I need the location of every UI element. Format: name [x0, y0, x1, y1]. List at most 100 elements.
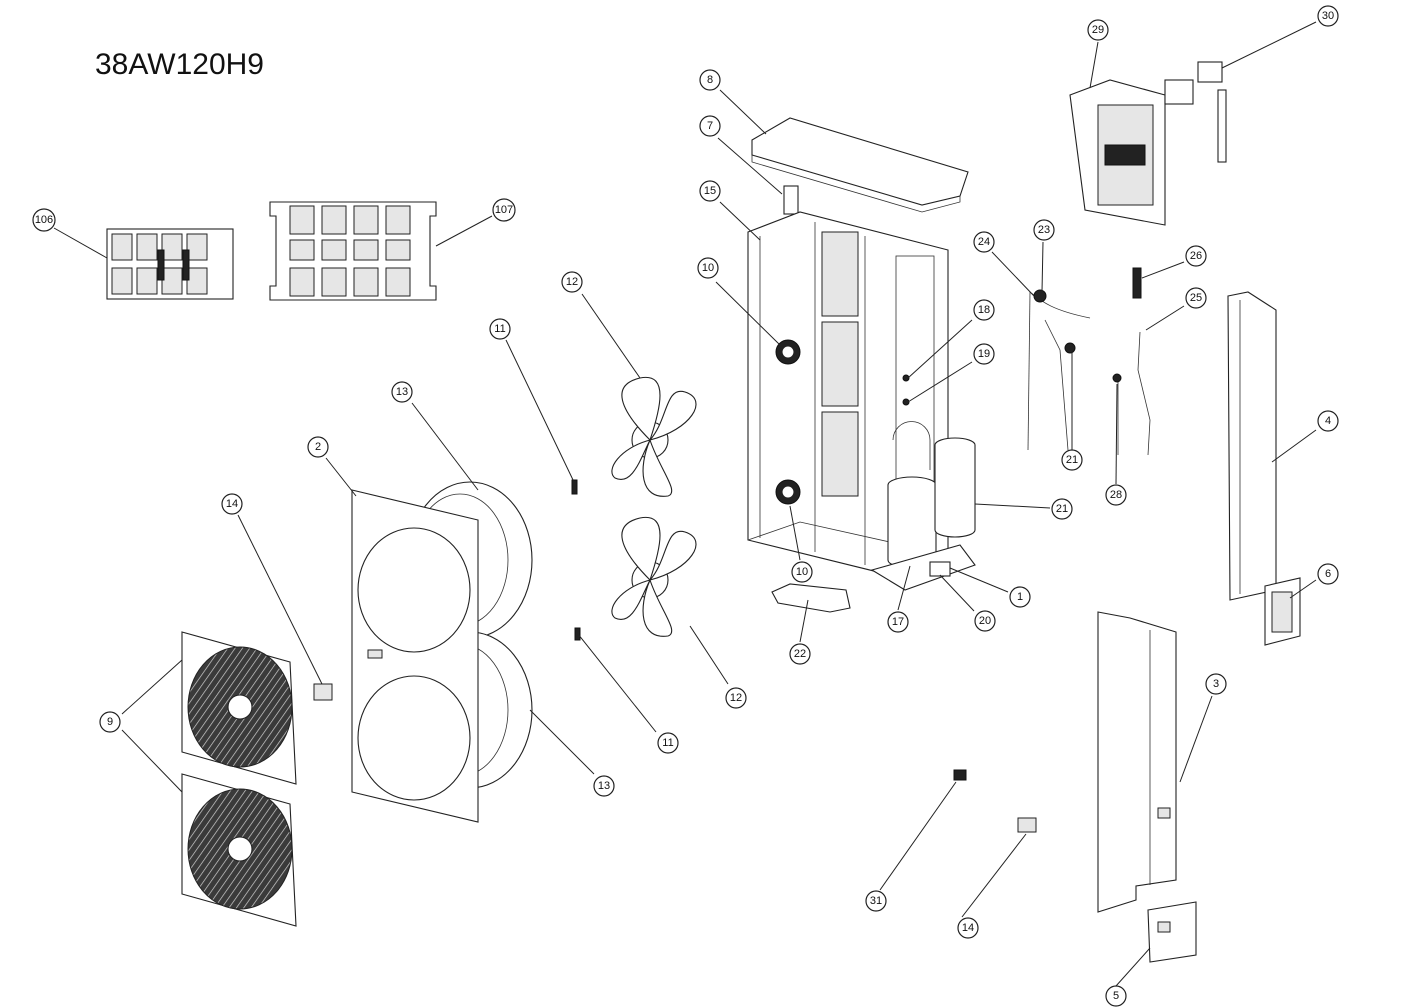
part-valve-piping-23-24: [1027, 289, 1091, 451]
callout-11b: 11: [657, 732, 679, 754]
callout-9: 9: [99, 711, 121, 733]
svg-text:2: 2: [315, 441, 321, 453]
svg-text:21: 21: [1066, 454, 1078, 466]
svg-text:19: 19: [978, 348, 990, 360]
part-screw-11: [571, 479, 581, 641]
callout-106: 106: [32, 208, 56, 232]
svg-text:5: 5: [1113, 990, 1119, 1002]
svg-text:17: 17: [892, 616, 904, 628]
callout-107: 107: [492, 198, 516, 222]
svg-text:9: 9: [107, 716, 113, 728]
svg-text:106: 106: [35, 214, 53, 226]
callout-28: 28: [1105, 484, 1127, 506]
svg-text:107: 107: [495, 204, 513, 216]
callout-5: 5: [1105, 985, 1127, 1007]
part-pcb-30: [1197, 61, 1227, 163]
callout-13b: 13: [593, 775, 615, 797]
part-front-panel-3: [1097, 611, 1177, 913]
svg-text:29: 29: [1092, 24, 1104, 36]
svg-text:1: 1: [1017, 591, 1023, 603]
svg-text:21: 21: [1056, 503, 1068, 515]
part-top-cover-8: [751, 117, 969, 213]
callout-23: 23: [1033, 219, 1055, 241]
part-accumulator-21: [934, 437, 976, 538]
svg-text:14: 14: [962, 922, 974, 934]
callout-29: 29: [1087, 19, 1109, 41]
svg-text:10: 10: [702, 262, 714, 274]
callout-7: 7: [699, 115, 721, 137]
svg-text:6: 6: [1325, 568, 1331, 580]
svg-text:13: 13: [396, 386, 408, 398]
part-bracket-7: [783, 185, 799, 215]
svg-text:18: 18: [978, 304, 990, 316]
svg-text:4: 4: [1325, 415, 1331, 427]
part-front-frame-2: [351, 489, 479, 823]
svg-text:24: 24: [978, 236, 990, 248]
leader-lines: [53, 21, 1317, 987]
svg-text:14: 14: [226, 498, 238, 510]
callout-1: 1: [1009, 586, 1031, 608]
callout-15: 15: [699, 180, 721, 202]
callout-20: 20: [974, 610, 996, 632]
callout-8: 8: [699, 69, 721, 91]
svg-text:11: 11: [494, 323, 505, 335]
svg-text:25: 25: [1190, 292, 1202, 304]
part-terminal-board-106: [106, 228, 234, 300]
callout-12b: 12: [725, 687, 747, 709]
callout-balloons: 1 2 3 4 5 6 7 8 9 10 10: [32, 5, 1339, 1007]
callout-14b: 14: [957, 917, 979, 939]
callout-30: 30: [1317, 5, 1339, 27]
part-small-fitting-31: [953, 769, 967, 781]
part-fittings-18-19: [902, 374, 910, 406]
svg-text:23: 23: [1038, 224, 1050, 236]
part-fan-grille-9: [181, 631, 297, 927]
part-foot-20: [929, 561, 951, 577]
svg-text:31: 31: [870, 895, 882, 907]
part-fan-motor-10: [775, 339, 801, 505]
part-valve-cover-5: [1147, 901, 1197, 963]
callout-11a: 11: [489, 318, 511, 340]
callout-6: 6: [1317, 563, 1339, 585]
part-clip-14: [313, 683, 1037, 833]
svg-text:3: 3: [1213, 678, 1219, 690]
callout-10a: 10: [697, 257, 719, 279]
callout-21a: 21: [1051, 498, 1073, 520]
svg-text:13: 13: [598, 780, 610, 792]
callout-31: 31: [865, 890, 887, 912]
svg-text:22: 22: [794, 648, 806, 660]
callout-12a: 12: [561, 271, 583, 293]
part-base-pan-1: [870, 544, 976, 591]
callout-14a: 14: [221, 493, 243, 515]
part-bracket-22: [771, 583, 851, 613]
svg-text:30: 30: [1322, 10, 1334, 22]
part-fan-blade-12: [611, 376, 697, 637]
callout-22: 22: [789, 643, 811, 665]
svg-text:11: 11: [662, 737, 673, 749]
svg-text:20: 20: [979, 615, 991, 627]
svg-text:7: 7: [707, 120, 713, 132]
part-sensors-25-26-28: [1112, 267, 1151, 456]
callout-4: 4: [1317, 410, 1339, 432]
model-title: 38AW120H9: [95, 48, 264, 81]
part-right-panel-4: [1227, 291, 1277, 601]
callout-18: 18: [973, 299, 995, 321]
svg-text:12: 12: [566, 276, 578, 288]
svg-text:26: 26: [1190, 250, 1202, 262]
svg-text:8: 8: [707, 74, 713, 86]
callout-21b: 21: [1061, 449, 1083, 471]
callout-24: 24: [973, 231, 995, 253]
callout-10b: 10: [791, 561, 813, 583]
callout-17: 17: [887, 611, 909, 633]
callout-25: 25: [1185, 287, 1207, 309]
svg-text:12: 12: [730, 692, 742, 704]
svg-text:28: 28: [1110, 489, 1122, 501]
callout-26: 26: [1185, 245, 1207, 267]
callout-3: 3: [1205, 673, 1227, 695]
svg-text:10: 10: [796, 566, 808, 578]
callout-2: 2: [307, 436, 329, 458]
part-terminal-board-107: [269, 201, 437, 301]
svg-text:15: 15: [704, 185, 716, 197]
part-control-box-29: [1069, 79, 1194, 226]
part-cover-plate-6: [1264, 577, 1301, 646]
